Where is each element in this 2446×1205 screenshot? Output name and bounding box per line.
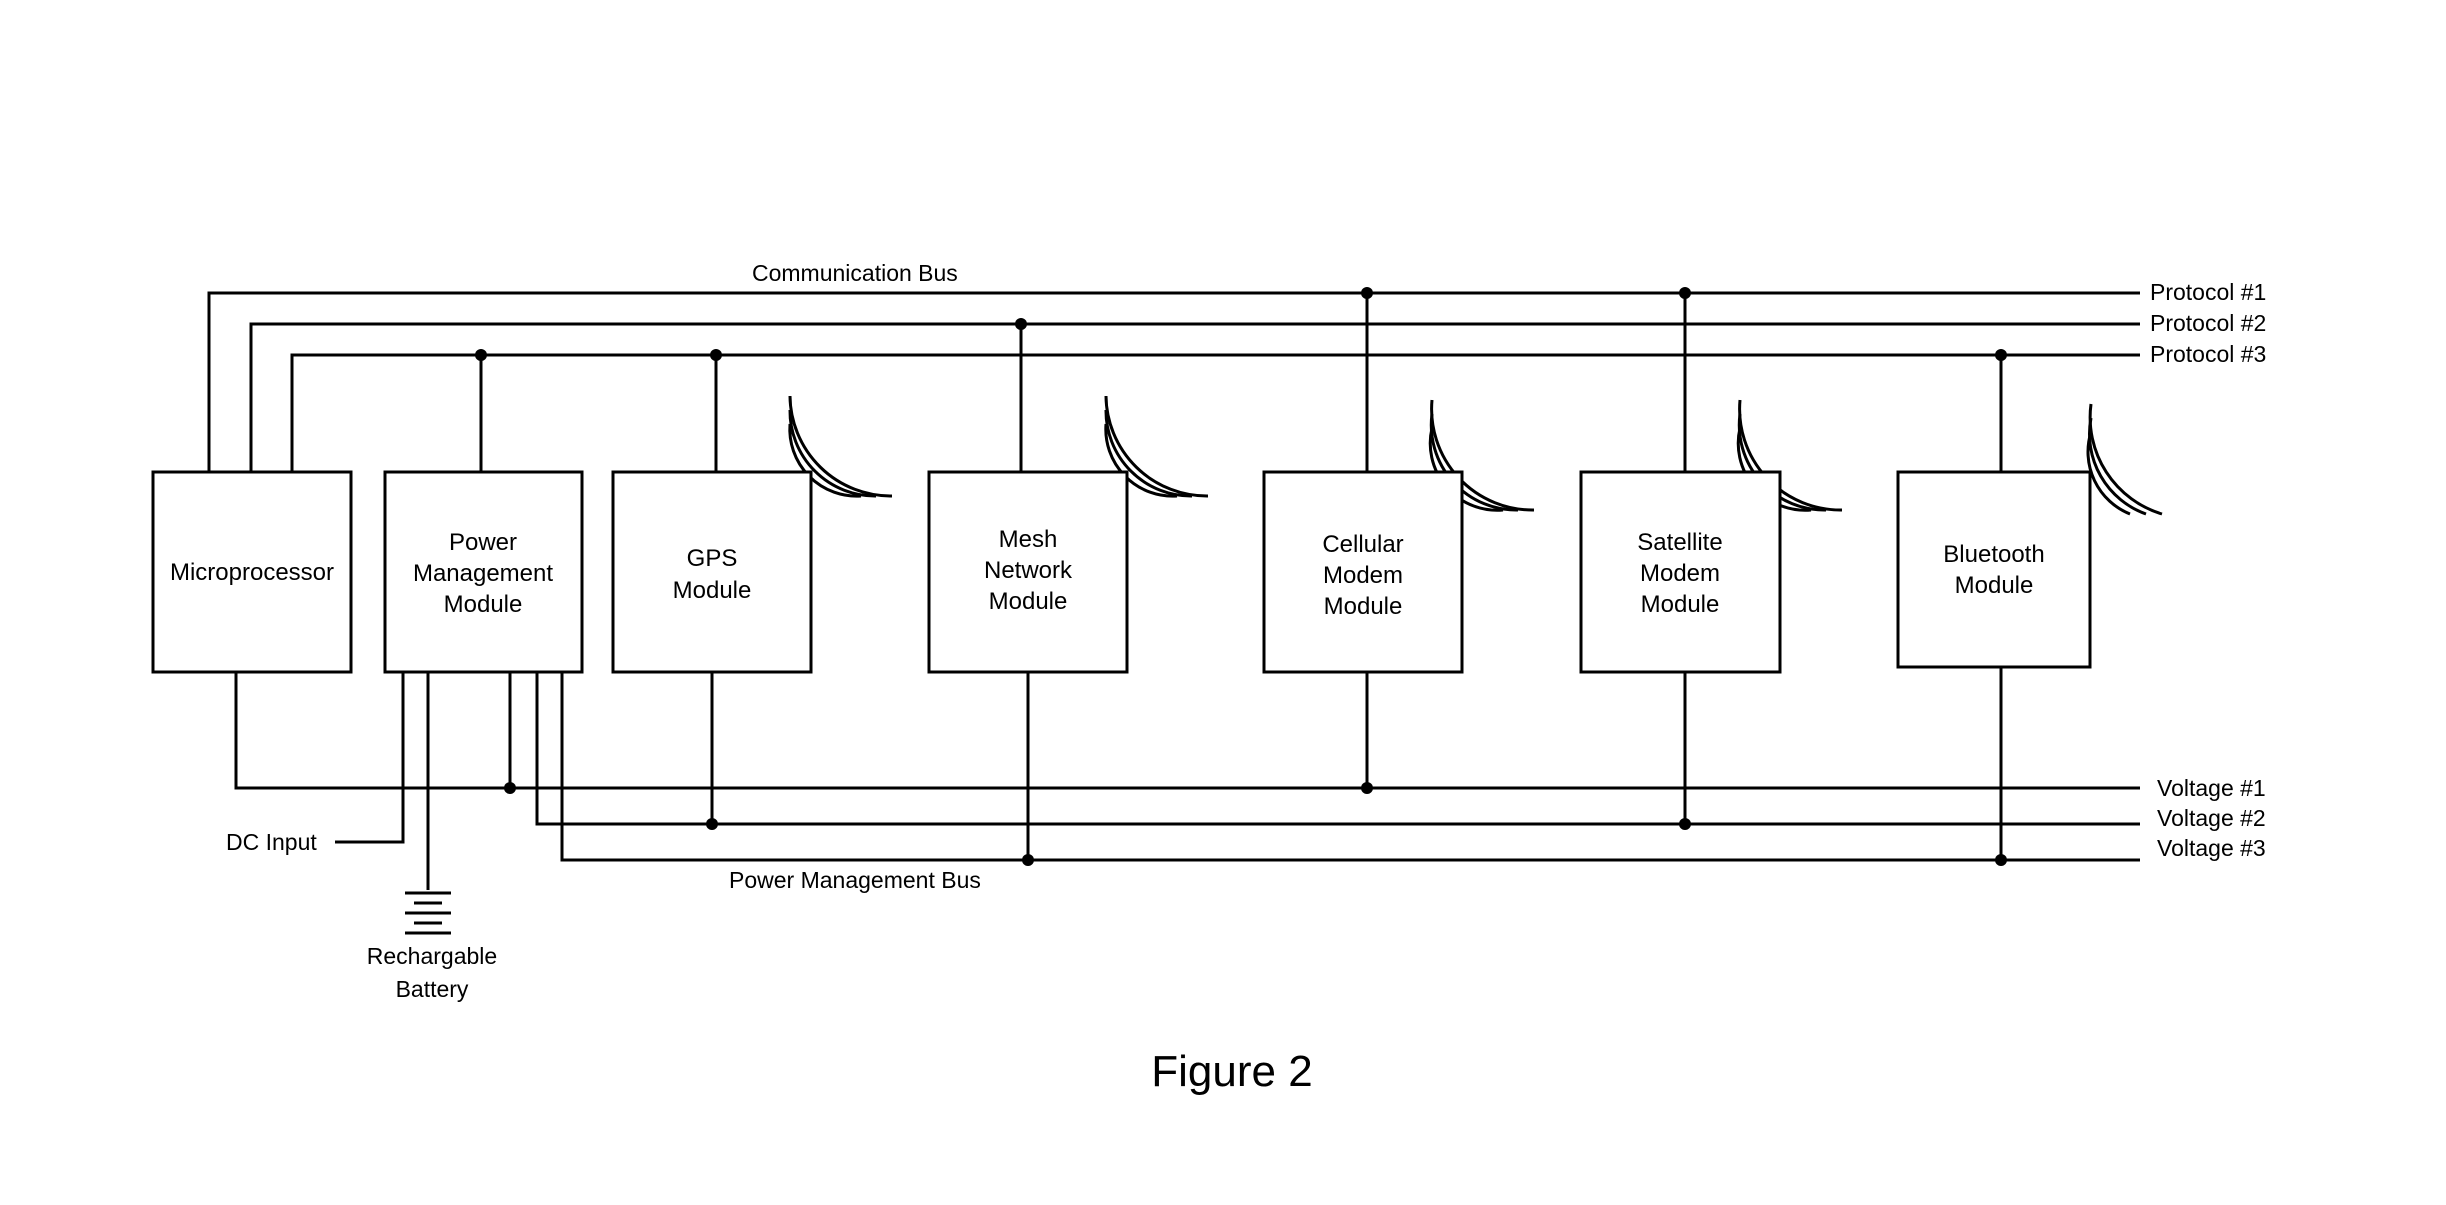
gps-label-line-1: GPS bbox=[687, 545, 738, 572]
mesh-network-module-box: Mesh Network Module bbox=[929, 472, 1127, 672]
junction-dot bbox=[1361, 287, 1373, 299]
bluetooth-wireless-signal-icon bbox=[2088, 404, 2162, 514]
power-management-module-box: Power Management Module bbox=[385, 472, 582, 672]
cellular-label-line-3: Module bbox=[1324, 593, 1403, 620]
battery-label-line-2: Battery bbox=[396, 976, 469, 1002]
communication-bus: Communication Bus Protocol #1 Protocol #… bbox=[209, 260, 2266, 472]
communication-bus-label: Communication Bus bbox=[752, 260, 958, 286]
protocol-2-label: Protocol #2 bbox=[2150, 310, 2266, 336]
junction-dot bbox=[1015, 318, 1027, 330]
figure-caption: Figure 2 bbox=[1151, 1047, 1312, 1096]
gps-module-box: GPS Module bbox=[613, 472, 811, 672]
power-management-bus-label: Power Management Bus bbox=[729, 867, 981, 893]
mesh-label-line-3: Module bbox=[989, 588, 1068, 615]
voltage-1-line bbox=[236, 672, 2140, 788]
voltage-2-label: Voltage #2 bbox=[2157, 805, 2266, 831]
junction-dot bbox=[1022, 854, 1034, 866]
power-management-bus: Power Management Bus Voltage #1 Voltage … bbox=[236, 672, 2266, 893]
junction-dot bbox=[1995, 349, 2007, 361]
satellite-label-line-1: Satellite bbox=[1637, 529, 1722, 556]
voltage-2-line bbox=[537, 672, 2140, 824]
mesh-label-line-1: Mesh bbox=[999, 526, 1058, 553]
protocol-1-line bbox=[209, 293, 2140, 472]
power-inputs: DC Input Rechargable Battery bbox=[226, 672, 497, 1002]
junction-dot bbox=[1679, 818, 1691, 830]
microprocessor-label: Microprocessor bbox=[170, 559, 334, 586]
cellular-label-line-1: Cellular bbox=[1322, 531, 1403, 558]
power-management-label-line-1: Power bbox=[449, 529, 517, 556]
cellular-label-line-2: Modem bbox=[1323, 562, 1403, 589]
junction-dot bbox=[1361, 782, 1373, 794]
junction-dot bbox=[710, 349, 722, 361]
dc-input-wire bbox=[335, 672, 403, 842]
mesh-label-line-2: Network bbox=[984, 557, 1073, 584]
battery-symbol-icon bbox=[405, 893, 451, 933]
gps-label-line-2: Module bbox=[673, 577, 752, 604]
bluetooth-label-line-2: Module bbox=[1955, 572, 2034, 599]
bluetooth-module-box: Bluetooth Module bbox=[1898, 472, 2090, 667]
power-management-label-line-3: Module bbox=[444, 591, 523, 618]
junction-dot bbox=[475, 349, 487, 361]
junction-dot bbox=[1679, 287, 1691, 299]
voltage-1-label: Voltage #1 bbox=[2157, 775, 2266, 801]
satellite-label-line-3: Module bbox=[1641, 591, 1720, 618]
protocol-3-label: Protocol #3 bbox=[2150, 341, 2266, 367]
voltage-3-label: Voltage #3 bbox=[2157, 835, 2266, 861]
microprocessor-box: Microprocessor bbox=[153, 472, 351, 672]
bluetooth-label-line-1: Bluetooth bbox=[1943, 541, 2044, 568]
satellite-modem-module-box: Satellite Modem Module bbox=[1581, 472, 1780, 672]
junction-dot bbox=[504, 782, 516, 794]
protocol-1-label: Protocol #1 bbox=[2150, 279, 2266, 305]
protocol-3-line bbox=[292, 355, 2140, 472]
junction-dot bbox=[1995, 854, 2007, 866]
junction-dot bbox=[706, 818, 718, 830]
satellite-label-line-2: Modem bbox=[1640, 560, 1720, 587]
protocol-2-line bbox=[251, 324, 2140, 472]
dc-input-label: DC Input bbox=[226, 829, 317, 855]
voltage-3-line bbox=[562, 672, 2140, 860]
battery-label-line-1: Rechargable bbox=[367, 943, 497, 969]
power-management-label-line-2: Management bbox=[413, 560, 553, 587]
cellular-modem-module-box: Cellular Modem Module bbox=[1264, 472, 1462, 672]
